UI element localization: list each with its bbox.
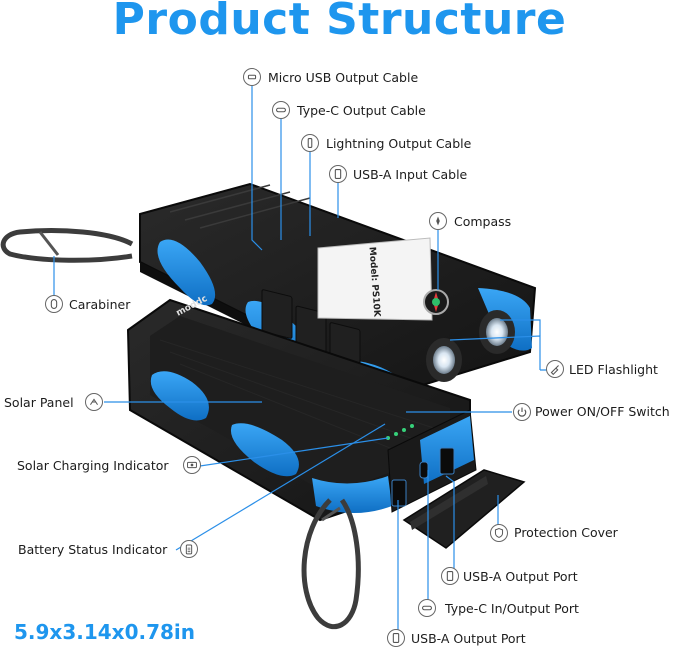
callout-led-flashlight: LED Flashlight: [569, 362, 658, 377]
usb-a-port-2: [439, 447, 455, 475]
lower-bumper-mid: [230, 423, 299, 477]
power-icon: [513, 403, 531, 421]
usb-a-port-1: [391, 479, 407, 507]
model-label-sticker: [317, 237, 433, 321]
callout-protection-cover: Protection Cover: [514, 525, 618, 540]
upper-bumper-left: [157, 239, 216, 306]
battery-indicator-leds: [386, 424, 414, 440]
callout-usb-a-output-port-2: USB-A Output Port: [411, 631, 526, 646]
type-c-port-icon: [418, 599, 436, 617]
callout-compass: Compass: [454, 214, 512, 229]
sun-indicator-icon: [183, 456, 201, 474]
leader-battery-indicator: [175, 423, 386, 551]
callout-usb-a-output-port-1: USB-A Output Port: [463, 569, 578, 584]
led-right: [486, 318, 508, 346]
callout-power-switch: Power ON/OFF Switch: [535, 404, 670, 419]
led-left: [433, 346, 455, 374]
lower-bumper-left: [150, 371, 209, 421]
battery-icon: [180, 540, 198, 558]
type-c-icon: [272, 101, 290, 119]
shield-icon: [490, 524, 508, 542]
solar-panel-icon: [85, 393, 103, 411]
protection-cover-flap: [402, 469, 526, 549]
leader-micro-usb: [251, 86, 263, 251]
leader-usb-a-port-1: [445, 475, 455, 576]
lower-bumper-bottom: [312, 476, 392, 513]
callout-battery-status-indicator: Battery Status Indicator: [18, 542, 168, 557]
usb-a-port-icon: [441, 567, 459, 585]
callout-solar-panel: Solar Panel: [4, 395, 74, 410]
callout-solar-charging-indicator: Solar Charging Indicator: [17, 458, 169, 473]
model-label-text: Model: PS10K: [367, 247, 382, 319]
callout-lightning-output-cable: Lightning Output Cable: [326, 136, 472, 151]
micro-usb-icon: [243, 68, 261, 86]
leader-lines: [53, 86, 548, 630]
upper-carabiner: [0, 228, 134, 263]
dimensions-label: 5.9x3.14x0.78in: [14, 620, 196, 644]
lower-power-bank: moddc: [126, 294, 526, 630]
compass-icon: [429, 212, 447, 230]
callout-type-c-in-output-port: Type-C In/Output Port: [445, 601, 579, 616]
lightning-connector-icon: [301, 134, 319, 152]
flashlight-icon: [546, 360, 564, 378]
usb-a-icon: [329, 165, 347, 183]
leader-solar-indicator: [199, 437, 389, 467]
lower-carabiner: [301, 498, 361, 630]
page-title: Product Structure: [112, 0, 567, 45]
callout-type-c-output-cable: Type-C Output Cable: [297, 103, 426, 118]
carabiner-icon: [45, 295, 63, 313]
callout-micro-usb-output-cable: Micro USB Output Cable: [268, 70, 419, 85]
usb-a-port-2-icon: [387, 629, 405, 647]
callout-usb-a-input-cable: USB-A Input Cable: [353, 167, 468, 182]
type-c-port: [419, 461, 429, 479]
callout-carabiner: Carabiner: [69, 297, 131, 312]
